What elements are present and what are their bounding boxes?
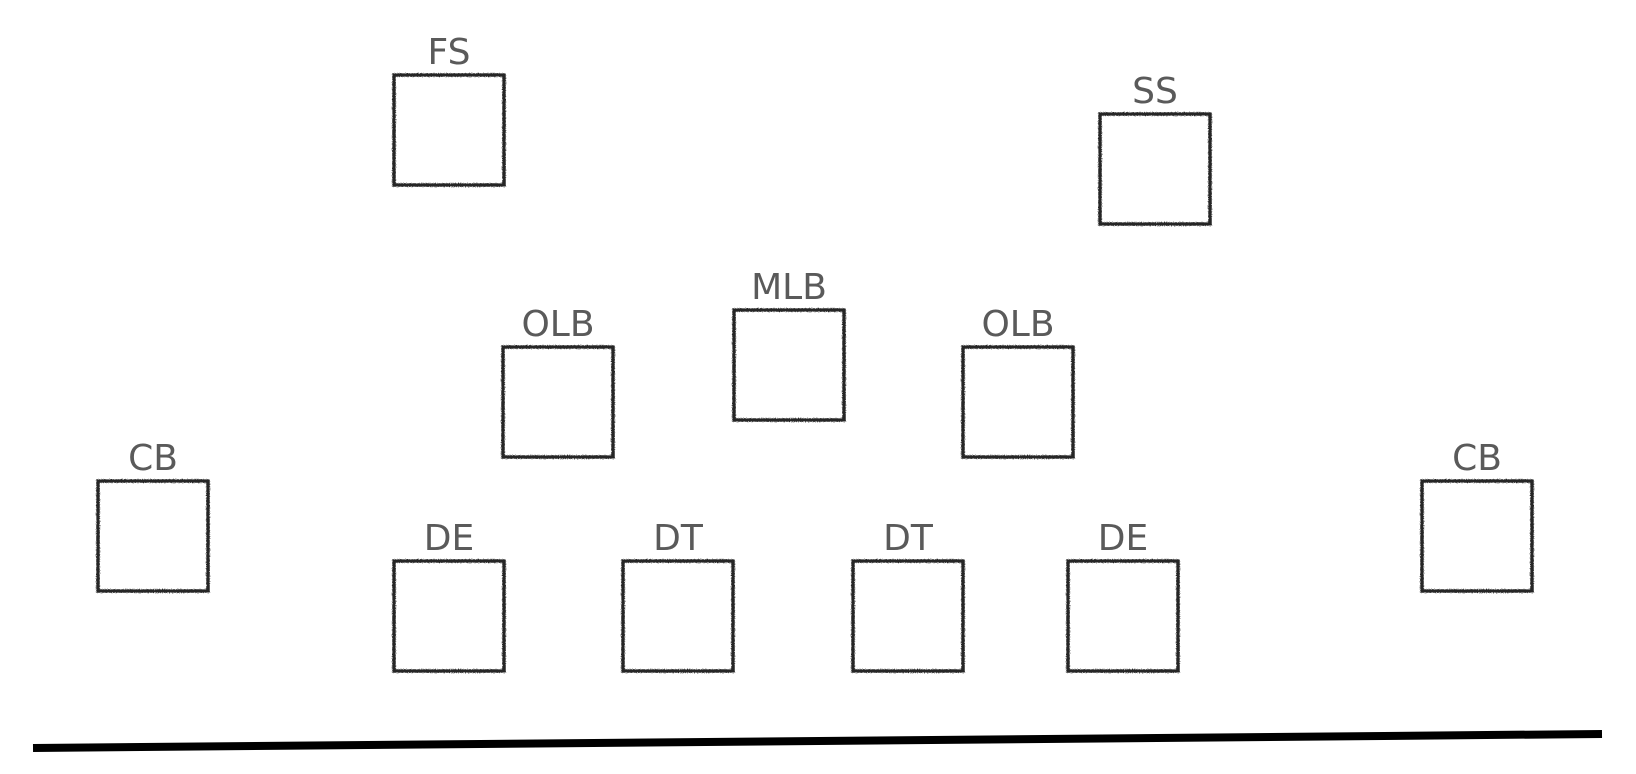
position-mlb: MLB — [732, 267, 846, 422]
position-cb-left: CB — [96, 438, 210, 593]
position-box-olb-left — [501, 345, 615, 459]
position-label-de-right: DE — [1098, 518, 1148, 559]
position-cb-right: CB — [1420, 438, 1534, 593]
position-box-ss — [1098, 112, 1212, 226]
position-label-cb-left: CB — [128, 438, 178, 479]
position-label-fs: FS — [428, 32, 471, 73]
position-dt-right: DT — [851, 518, 965, 673]
position-label-dt-left: DT — [653, 518, 704, 559]
position-fs: FS — [392, 32, 506, 187]
position-dt-left: DT — [621, 518, 735, 673]
position-de-right: DE — [1066, 518, 1180, 673]
position-box-dt-left — [621, 559, 735, 673]
position-box-olb-right — [961, 345, 1075, 459]
position-olb-right: OLB — [961, 304, 1075, 459]
position-box-cb-right — [1420, 479, 1534, 593]
line-of-scrimmage — [32, 730, 1603, 752]
position-olb-left: OLB — [501, 304, 615, 459]
position-label-de-left: DE — [424, 518, 474, 559]
position-box-de-left — [392, 559, 506, 673]
position-label-mlb: MLB — [751, 267, 827, 308]
position-label-cb-right: CB — [1452, 438, 1502, 479]
position-box-de-right — [1066, 559, 1180, 673]
position-box-mlb — [732, 308, 846, 422]
position-ss: SS — [1098, 71, 1212, 226]
position-label-olb-right: OLB — [981, 304, 1054, 345]
position-label-ss: SS — [1132, 71, 1178, 112]
position-box-fs — [392, 73, 506, 187]
position-box-dt-right — [851, 559, 965, 673]
position-de-left: DE — [392, 518, 506, 673]
position-label-olb-left: OLB — [521, 304, 594, 345]
position-box-cb-left — [96, 479, 210, 593]
position-label-dt-right: DT — [883, 518, 934, 559]
